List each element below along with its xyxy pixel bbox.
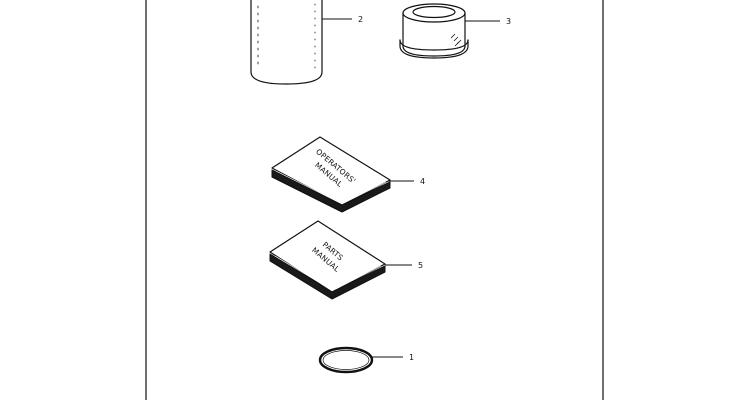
callout-5: 5 [385, 261, 423, 270]
callout-4: 4 [388, 177, 425, 186]
tall-filter-illustration [250, 0, 323, 85]
callout-2: 2 [322, 15, 363, 24]
short-filter-illustration [399, 3, 469, 59]
operators-manual-illustration: OPERATORS' MANUAL [271, 136, 391, 213]
callout-3: 3 [465, 17, 511, 26]
callout-2-label: 2 [358, 15, 363, 24]
o-ring-illustration [318, 346, 374, 374]
callout-1-label: 1 [409, 353, 414, 362]
callout-5-label: 5 [418, 261, 423, 270]
parts-manual-illustration: PARTS MANUAL [269, 220, 386, 300]
filter-hatch-marks [450, 33, 462, 47]
callout-3-label: 3 [506, 17, 511, 26]
callout-1: 1 [372, 353, 414, 362]
callout-4-label: 4 [420, 177, 425, 186]
